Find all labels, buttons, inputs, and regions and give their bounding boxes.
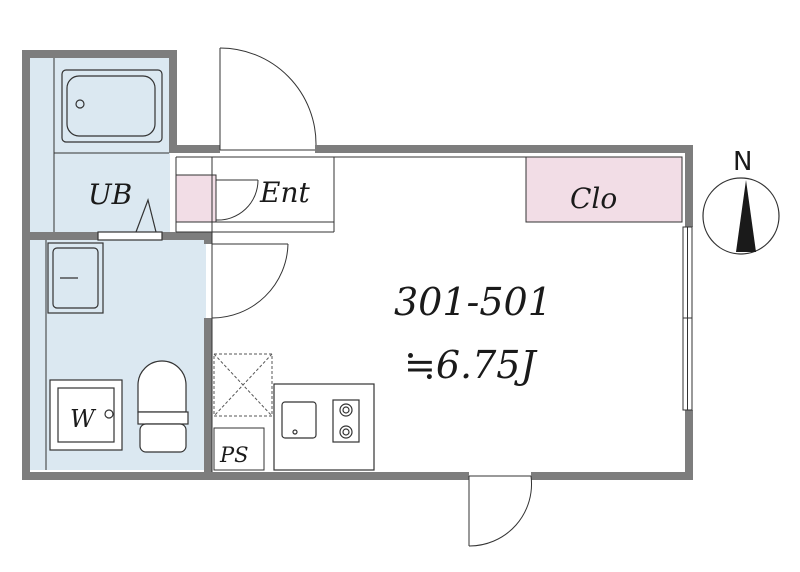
walls — [22, 50, 693, 480]
entrance-shoe-closet — [175, 174, 217, 223]
partitions — [45, 58, 682, 472]
bathtub-icon — [61, 69, 163, 143]
pipe-space-label: PS — [219, 443, 249, 467]
bath-door — [97, 197, 163, 241]
washing-machine-pan — [49, 379, 123, 451]
kitchen-counter — [273, 383, 375, 471]
closet-area — [525, 156, 683, 223]
balcony-door — [468, 475, 532, 547]
shoe-closet-door — [215, 179, 259, 221]
compass-icon — [702, 177, 780, 255]
washroom-door — [211, 243, 289, 319]
washbasin-icon — [47, 242, 104, 314]
unit-number: 301-501 — [394, 280, 552, 324]
pipe-space — [213, 427, 265, 471]
unit-bath-area — [30, 58, 170, 236]
toilet-icon — [137, 360, 189, 453]
entrance-label: Ent — [259, 176, 310, 209]
north-label: N — [733, 147, 752, 177]
stove-burners-icon — [332, 399, 360, 443]
washer-label: W — [70, 405, 97, 433]
window — [682, 226, 693, 411]
entrance-door — [219, 47, 317, 151]
fridge-space — [213, 353, 273, 417]
unit-bath-label: UB — [88, 178, 132, 211]
room-area: ≒6.75J — [404, 343, 537, 387]
closet-label: Clo — [570, 182, 617, 215]
